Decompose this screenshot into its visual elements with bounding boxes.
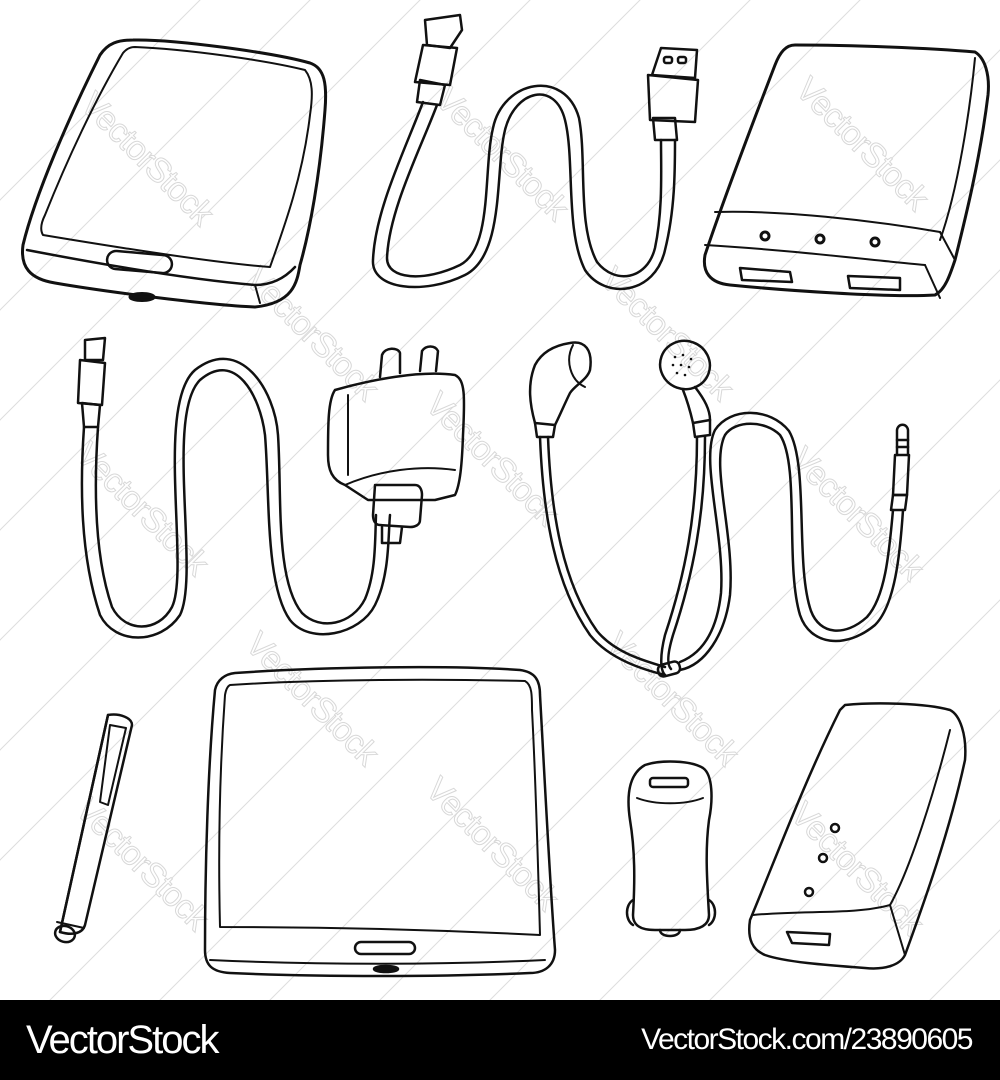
footer-brand: VectorStock — [26, 1017, 219, 1062]
usb-cable-icon — [365, 10, 695, 300]
footer-banner: VectorStock VectorStock.com/23890605 — [0, 1000, 1000, 1080]
car-charger-icon — [625, 760, 715, 940]
power-bank-icon — [700, 40, 990, 305]
smartphone-icon — [15, 35, 325, 310]
illustration-canvas: VectorStock VectorStock VectorStock Vect… — [0, 0, 1000, 1000]
tablet-icon — [200, 665, 560, 980]
footer-reference-link[interactable]: VectorStock.com/23890605 — [641, 1023, 973, 1056]
earphones-icon — [515, 335, 925, 690]
mini-power-bank-icon — [745, 700, 970, 975]
wall-charger-icon — [70, 335, 470, 645]
stylus-pen-icon — [40, 710, 140, 950]
